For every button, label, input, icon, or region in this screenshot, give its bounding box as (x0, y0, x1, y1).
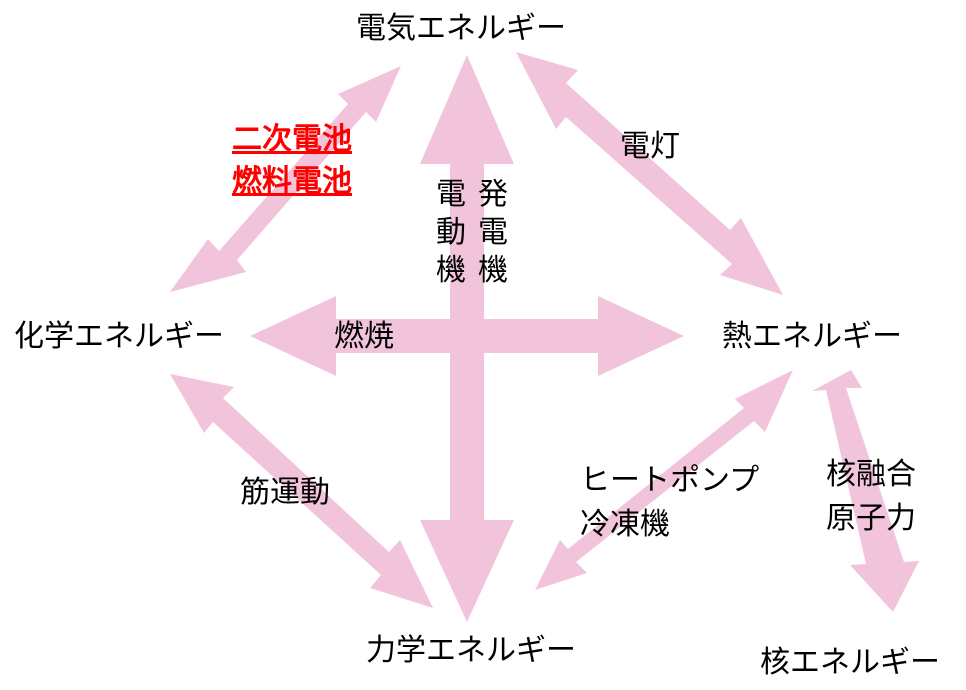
arrow-thermal-nuclear (812, 370, 919, 612)
node-electric-energy: 電気エネルギー (356, 11, 566, 46)
label-heat-pump: ヒートポンプ (580, 463, 760, 498)
label-electric-light: 電灯 (620, 129, 680, 164)
node-chemical-energy: 化学エネルギー (14, 319, 224, 354)
label-nuclear-fusion: 核融合 (826, 457, 916, 492)
label-fuel-cell: 燃料電池 (232, 164, 352, 199)
label-electric-motor: 電動機 (436, 177, 466, 288)
label-refrigerator: 冷凍機 (580, 507, 670, 542)
label-combustion: 燃焼 (334, 319, 394, 354)
label-muscle-movement: 筋運動 (240, 475, 330, 510)
arrow-chemical-thermal (250, 296, 684, 376)
node-thermal-energy: 熱エネルギー (722, 319, 902, 354)
node-nuclear-energy: 核エネルギー (760, 645, 940, 680)
arrow-thermal-mechanical (535, 370, 793, 590)
node-mechanical-energy: 力学エネルギー (366, 633, 576, 668)
label-generator: 発電機 (478, 177, 508, 288)
label-nuclear-power: 原子力 (826, 501, 916, 536)
label-secondary-battery: 二次電池 (232, 122, 352, 157)
arrow-chemical-electric (170, 66, 401, 292)
arrow-chemical-mechanical (170, 374, 433, 608)
arrow-electric-thermal (516, 52, 783, 295)
